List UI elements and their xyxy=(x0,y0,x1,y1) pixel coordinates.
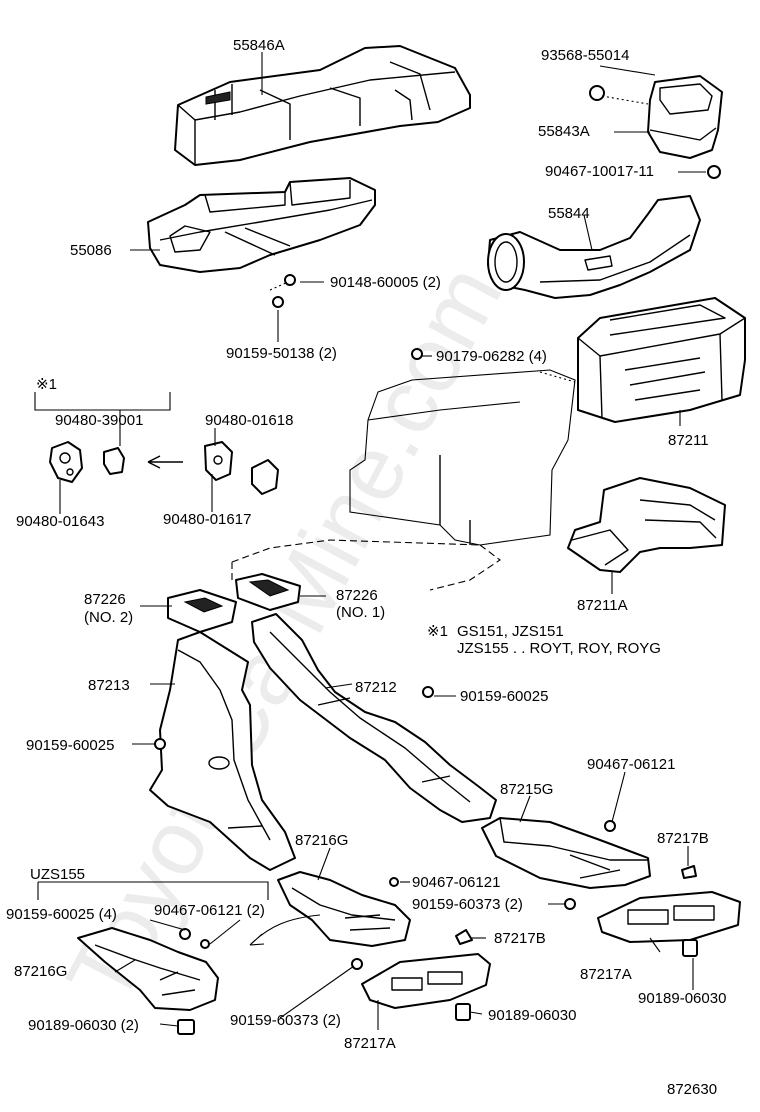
label-87215g: 87215G xyxy=(500,781,553,798)
label-90159-60025-b: 90159-60025 xyxy=(26,737,114,754)
label-90480-39001: 90480-39001 xyxy=(55,412,143,429)
label-87226-no1: 87226 xyxy=(336,587,378,604)
clip-group-shapes xyxy=(49,441,279,495)
label-87211: 87211 xyxy=(668,432,709,449)
label-note-mark: ※1 xyxy=(36,376,57,393)
footnote-mark: ※1 xyxy=(427,623,448,640)
part-55843a-shape xyxy=(589,75,723,179)
fastener-shapes xyxy=(154,274,698,1035)
label-87213: 87213 xyxy=(88,677,130,694)
part-87211-shape xyxy=(577,297,746,423)
label-87217b-a: 87217B xyxy=(657,830,709,847)
part-labels: 55846A 93568-55014 55843A 90467-10017-11… xyxy=(6,37,726,1098)
label-90159-50138: 90159-50138 (2) xyxy=(226,345,337,362)
label-87226-no1-sub: (NO. 1) xyxy=(336,604,385,621)
part-87216g-upper-shape xyxy=(277,871,411,947)
label-55843a: 55843A xyxy=(538,123,590,140)
label-93568-55014: 93568-55014 xyxy=(541,47,629,64)
heater-unit-outline xyxy=(231,369,576,591)
label-87226-no2: 87226 xyxy=(84,591,126,608)
label-uzs155: UZS155 xyxy=(30,866,85,883)
label-90467-10017-11: 90467-10017-11 xyxy=(545,163,654,180)
label-90189-06030-a: 90189-06030 xyxy=(638,990,726,1007)
label-90159-60025-4: 90159-60025 (4) xyxy=(6,906,117,923)
label-90159-60373-a: 90159-60373 (2) xyxy=(412,896,523,913)
label-87217b-b: 87217B xyxy=(494,930,546,947)
label-55844: 55844 xyxy=(548,205,590,222)
label-90467-06121-b: 90467-06121 xyxy=(412,874,500,891)
part-87216g-lower-shape xyxy=(77,927,219,1011)
label-90480-01643: 90480-01643 xyxy=(16,513,104,530)
label-55086: 55086 xyxy=(70,242,112,259)
label-87216g: 87216G xyxy=(295,832,348,849)
label-87217a-b: 87217A xyxy=(344,1035,396,1052)
label-90159-60025-a: 90159-60025 xyxy=(460,688,548,705)
label-90148-60005: 90148-60005 (2) xyxy=(330,274,441,291)
part-87213-87212-ducts xyxy=(149,613,497,871)
label-87216g-b: 87216G xyxy=(14,963,67,980)
diagram-id: 872630 xyxy=(667,1081,717,1098)
label-90179-06282: 90179-06282 (4) xyxy=(436,348,547,365)
leader-lines xyxy=(34,52,706,1030)
label-90189-06030-2: 90189-06030 (2) xyxy=(28,1017,139,1034)
label-87217a-a: 87217A xyxy=(580,966,632,983)
part-87217a-shapes xyxy=(361,891,741,1009)
label-90467-06121-a: 90467-06121 xyxy=(587,756,675,773)
part-87226-shapes xyxy=(167,573,301,633)
label-90480-01618: 90480-01618 xyxy=(205,412,293,429)
part-87215g-shape xyxy=(481,817,651,889)
footnote-line2: JZS155 . . ROYT, ROY, ROYG xyxy=(457,640,661,657)
part-55846a-duct-shape xyxy=(174,45,471,166)
part-55086-duct-shape xyxy=(147,177,376,273)
label-90480-01617: 90480-01617 xyxy=(163,511,251,528)
label-90159-60373-b: 90159-60373 (2) xyxy=(230,1012,341,1029)
label-55846a: 55846A xyxy=(233,37,285,54)
label-90189-06030-b: 90189-06030 xyxy=(488,1007,576,1024)
label-90467-06121-2: 90467-06121 (2) xyxy=(154,902,265,919)
part-55844-duct-shape xyxy=(487,195,701,299)
footnote-line1: GS151, JZS151 xyxy=(457,623,564,640)
part-87211a-shape xyxy=(567,477,726,573)
label-87226-no2-sub: (NO. 2) xyxy=(84,609,133,626)
label-87212: 87212 xyxy=(355,679,397,696)
label-87211a: 87211A xyxy=(577,597,628,614)
